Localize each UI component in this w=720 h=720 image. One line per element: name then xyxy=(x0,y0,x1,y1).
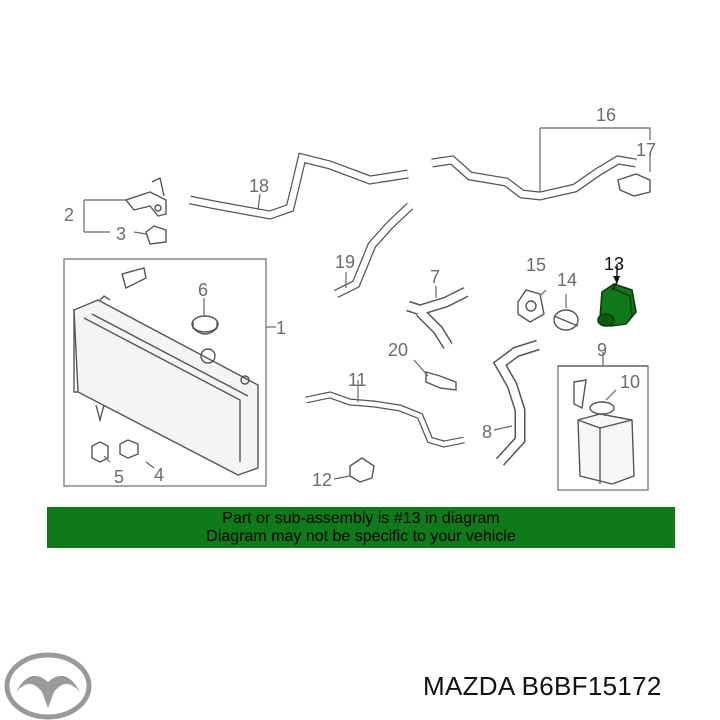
banner-line-1: Part or sub-assembly is #13 in diagram xyxy=(222,510,500,527)
callout-6: 6 xyxy=(198,280,208,300)
callout-13: 13 xyxy=(604,254,624,274)
reservoir-icon xyxy=(573,379,635,485)
water-outlet-13-icon xyxy=(597,283,637,327)
bracket-icon xyxy=(124,176,167,217)
callout-7: 7 xyxy=(430,267,440,287)
callout-19: 19 xyxy=(335,252,355,272)
pipe-11 xyxy=(305,391,465,448)
part-code: B6BF15172 xyxy=(521,671,662,701)
part-info-banner: Part or sub-assembly is #13 in diagram D… xyxy=(47,507,675,548)
sensor-20-icon xyxy=(425,371,457,391)
brand-name: MAZDA xyxy=(423,671,515,701)
callout-17: 17 xyxy=(636,140,656,160)
callout-2: 2 xyxy=(64,205,74,225)
clip-12-icon xyxy=(349,457,375,483)
callout-14: 14 xyxy=(557,270,577,290)
mount-icon xyxy=(145,225,167,245)
gasket-15-icon xyxy=(517,289,545,323)
callout-15: 15 xyxy=(526,255,546,275)
thermostat-14-icon xyxy=(553,309,579,331)
callout-10: 10 xyxy=(620,372,640,392)
callout-1: 1 xyxy=(276,318,286,338)
part-label: MAZDA B6BF15172 xyxy=(423,671,662,702)
grommet-icon xyxy=(91,439,139,463)
callout-18: 18 xyxy=(249,176,269,196)
clamp-17-icon xyxy=(617,173,651,197)
banner-line-2: Diagram may not be specific to your vehi… xyxy=(206,528,516,545)
callout-16: 16 xyxy=(596,105,616,125)
radiator-frame xyxy=(63,258,267,487)
callout-12: 12 xyxy=(312,470,332,490)
mazda-logo-icon xyxy=(4,652,92,720)
callout-4: 4 xyxy=(154,465,164,485)
callout-3: 3 xyxy=(116,224,126,244)
callout-8: 8 xyxy=(482,422,492,442)
callout-9: 9 xyxy=(597,340,607,360)
radiator-icon xyxy=(73,267,259,476)
callout-5: 5 xyxy=(114,467,124,487)
radiator-cap-icon xyxy=(191,315,219,335)
callout-20: 20 xyxy=(388,340,408,360)
callout-11: 11 xyxy=(348,370,367,390)
